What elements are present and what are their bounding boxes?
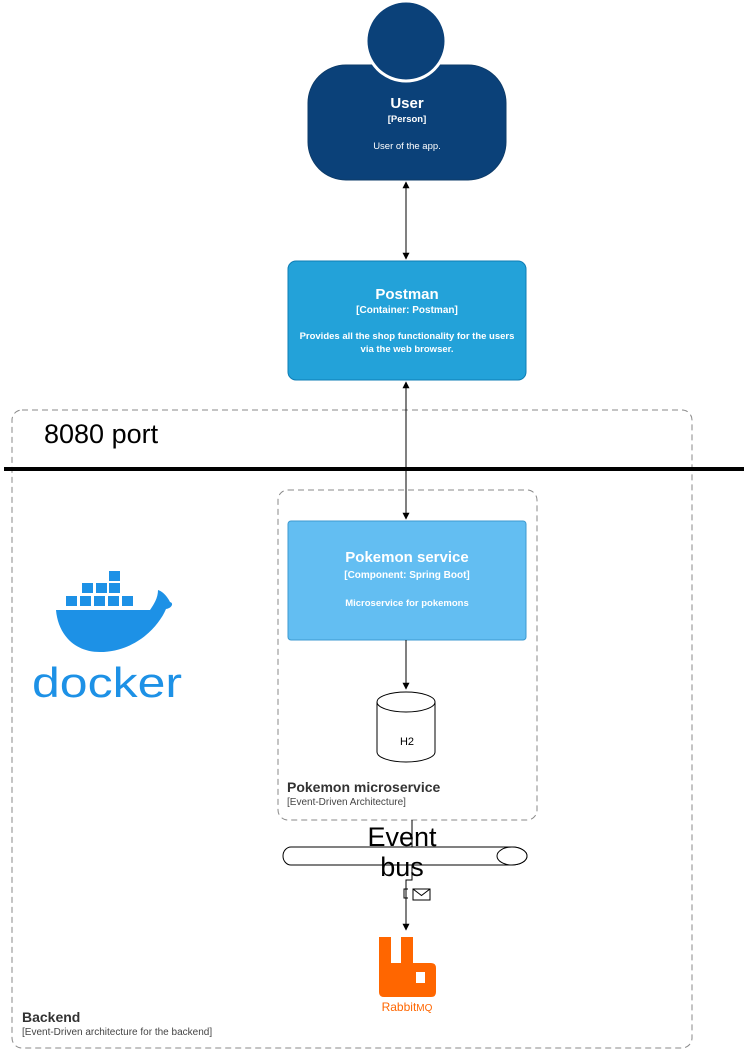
backend-boundary bbox=[11, 409, 693, 1049]
user-person-shape[interactable] bbox=[307, 0, 507, 181]
postman-type: [Container: Postman] bbox=[356, 305, 458, 316]
h2-label: H2 bbox=[399, 736, 415, 748]
user-type: [Person] bbox=[387, 114, 427, 125]
h2-database-cylinder[interactable] bbox=[376, 691, 436, 763]
event-bus-label-line1: Event bbox=[367, 822, 437, 852]
backend-title: Backend bbox=[22, 1009, 81, 1025]
port-label: 8080 port bbox=[44, 419, 159, 449]
pokemon-service-box[interactable] bbox=[287, 520, 527, 641]
user-title: User bbox=[390, 95, 424, 112]
pokemon-service-title: Pokemon service bbox=[345, 549, 469, 566]
event-bus-label-line2: bus bbox=[380, 852, 424, 882]
pokemon-service-type: [Component: Spring Boot] bbox=[344, 570, 470, 581]
docker-wordmark: docker bbox=[32, 659, 182, 706]
docker-logo-icon bbox=[56, 571, 173, 652]
postman-container-box[interactable] bbox=[287, 260, 527, 381]
postman-description-line1: Provides all the shop functionality for … bbox=[299, 331, 515, 342]
pokemon-microservice-subtitle: [Event-Driven Architecture] bbox=[287, 797, 406, 808]
rabbitmq-logo-icon bbox=[379, 937, 436, 997]
message-bracket bbox=[403, 888, 408, 899]
postman-title: Postman bbox=[375, 286, 439, 303]
pokemon-service-description: Microservice for pokemons bbox=[345, 598, 469, 609]
pokemon-microservice-title: Pokemon microservice bbox=[287, 779, 441, 795]
envelope-icon bbox=[412, 888, 431, 901]
user-description: User of the app. bbox=[373, 141, 441, 152]
rabbitmq-wordmark: RabbitMQ bbox=[382, 1000, 433, 1014]
arrow-eventbus-rabbitmq bbox=[406, 820, 412, 930]
event-bus-label: Event bus bbox=[352, 822, 452, 882]
backend-subtitle: [Event-Driven architecture for the backe… bbox=[22, 1027, 213, 1038]
event-bus-pipe[interactable] bbox=[282, 846, 528, 866]
postman-description-line2: via the web browser. bbox=[360, 344, 454, 355]
